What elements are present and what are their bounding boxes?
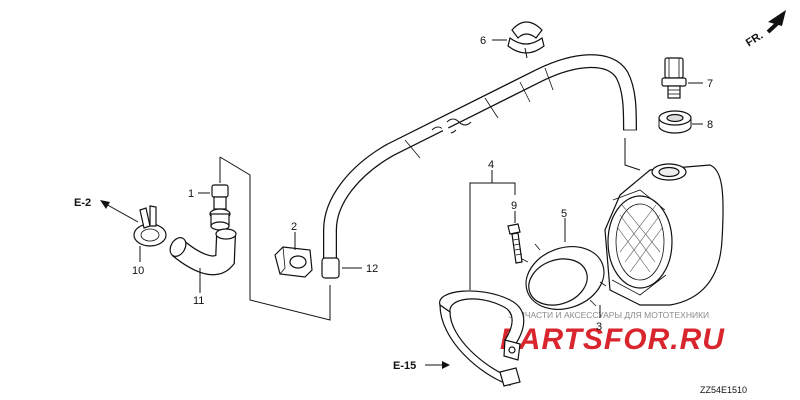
callout-3: 3	[596, 321, 602, 333]
tube-clamp	[507, 21, 545, 59]
callout-12: 12	[366, 263, 378, 275]
callout-4: 4	[488, 159, 494, 171]
hose-clip	[133, 205, 167, 247]
callout-10: 10	[132, 265, 144, 277]
watermark-tagline: ЗАПЧАСТИ И АКСЕССУАРЫ ДЛЯ МОТОТЕХНИКИ	[508, 310, 709, 320]
bolt	[507, 223, 523, 264]
adapter-ring	[519, 243, 607, 310]
callout-11: 11	[193, 295, 204, 307]
callout-1: 1	[188, 188, 194, 200]
temperature-sensor	[661, 57, 687, 99]
front-direction-arrow-icon	[766, 10, 786, 34]
leader-lines	[100, 39, 703, 369]
watermark: ЗАПЧАСТИ И АКСЕССУАРЫ ДЛЯ МОТОТЕХНИКИ PA…	[500, 310, 725, 356]
breather-tube	[321, 54, 637, 279]
callout-5: 5	[561, 208, 567, 220]
watermark-brand: PARTSFOR.RU	[500, 323, 725, 356]
front-direction-label: FR.	[744, 30, 765, 50]
callout-9: 9	[511, 200, 517, 212]
ref-label-e2: E-2	[74, 197, 91, 209]
elbow-hose	[169, 228, 237, 276]
air-housing	[604, 163, 724, 306]
callout-7: 7	[707, 78, 713, 90]
joint	[209, 184, 231, 231]
ref-label-e15: E-15	[393, 360, 416, 372]
grommet	[658, 110, 692, 134]
callout-2: 2	[291, 221, 297, 233]
clip	[274, 246, 313, 278]
callout-6: 6	[480, 35, 486, 47]
band-clamp	[439, 290, 525, 387]
callout-8: 8	[707, 119, 713, 131]
figure-code: ZZ54E1510	[700, 385, 747, 395]
